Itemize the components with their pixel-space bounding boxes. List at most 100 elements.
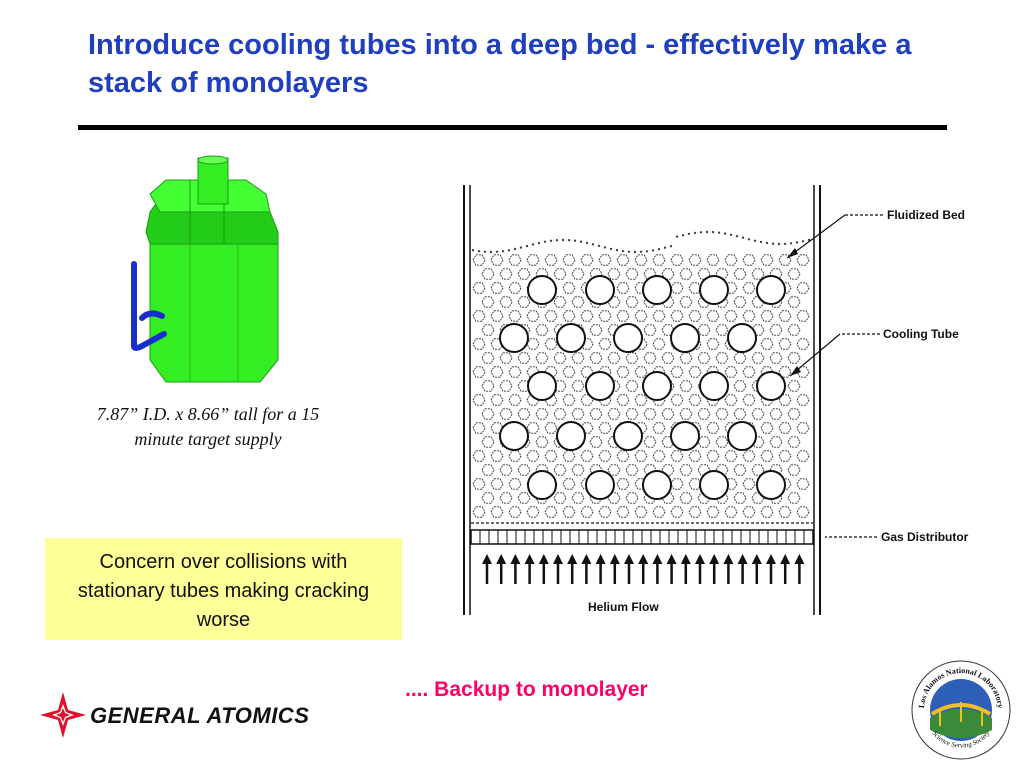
bed-particle (490, 394, 504, 406)
general-atomics-star-icon (40, 692, 86, 738)
bed-particle (526, 310, 540, 322)
bed-surface-dot (519, 246, 523, 249)
bed-particle (796, 478, 810, 490)
bed-particle (580, 254, 594, 266)
bed-particle (481, 464, 495, 476)
can-caption: 7.87” I.D. x 8.66” tall for a 15 minute … (96, 404, 320, 449)
bed-surface-dot (483, 250, 487, 253)
bed-particle (796, 254, 810, 266)
bed-particle (562, 506, 576, 518)
bed-particle (517, 380, 531, 392)
bed-particle (553, 352, 567, 364)
bed-particle (796, 282, 810, 294)
bed-surface-dot (789, 242, 793, 245)
bed-particle (670, 394, 684, 406)
cooling-tube (642, 470, 672, 500)
bed-surface-dot (639, 250, 643, 253)
bed-particle (796, 450, 810, 462)
bed-particle (472, 310, 486, 322)
bed-particle (670, 450, 684, 462)
bed-particle (562, 310, 576, 322)
bed-surface-dot (783, 242, 787, 246)
cooling-tube (585, 275, 615, 305)
bed-particle (715, 436, 729, 448)
can-body (145, 155, 279, 383)
bed-particle (616, 366, 630, 378)
bed-surface-dot (693, 231, 697, 235)
bed-surface-dot (705, 230, 709, 234)
bed-particle (787, 436, 801, 448)
bed-particle (661, 464, 675, 476)
bed-surface-dot (711, 230, 715, 234)
bed-particle (472, 394, 486, 406)
bed-particle (688, 506, 702, 518)
gas-distributor-plate (470, 522, 814, 545)
bed-particle (625, 268, 639, 280)
bed-surface-dot (573, 239, 577, 242)
bed-surface-dot (579, 240, 583, 243)
bed-particle (481, 352, 495, 364)
bed-particle (526, 254, 540, 266)
bed-surface-dot (615, 248, 619, 252)
bed-particle (652, 450, 666, 462)
bed-particle (706, 254, 720, 266)
bed-particle (778, 450, 792, 462)
bed-particle (643, 408, 657, 420)
slide-title: Introduce cooling tubes into a deep bed … (88, 29, 912, 99)
helium-flow-arrow (737, 554, 748, 584)
bed-surface-dot (507, 249, 511, 252)
cooling-tube (756, 470, 786, 500)
cooling-tube (499, 421, 529, 451)
bed-particle (544, 310, 558, 322)
bed-particle (589, 408, 603, 420)
bed-particle (787, 268, 801, 280)
bed-particle (508, 282, 522, 294)
bed-particle (535, 324, 549, 336)
bed-particle (580, 450, 594, 462)
bed-particle (472, 338, 486, 350)
bed-surface-dot (753, 239, 757, 242)
bed-particle (670, 366, 684, 378)
bed-particle (778, 254, 792, 266)
bed-particle (679, 408, 693, 420)
cooling-tube-array (499, 275, 786, 500)
bed-surface-dot (501, 250, 505, 253)
bed-particle (733, 492, 747, 504)
bed-particle (787, 324, 801, 336)
bed-particle (481, 436, 495, 448)
bed-particles (471, 230, 811, 518)
bed-particle (724, 506, 738, 518)
bed-particle (688, 282, 702, 294)
bed-surface-dot (561, 238, 565, 242)
bed-surface-dot (717, 231, 721, 234)
bed-particle (733, 296, 747, 308)
bed-particle (472, 422, 486, 434)
bed-particle (490, 506, 504, 518)
bed-particle (625, 380, 639, 392)
bed-surface-dot (489, 250, 493, 254)
bed-particle (598, 422, 612, 434)
bed-particle (616, 506, 630, 518)
backup-note: .... Backup to monolayer (405, 678, 648, 701)
can-inlet-pipe (131, 261, 167, 351)
bed-particle (688, 310, 702, 322)
helium-flow-arrow (538, 554, 549, 584)
cooling-tube (699, 470, 729, 500)
cooling-tube (556, 323, 586, 353)
bed-particle (733, 380, 747, 392)
bed-particle (499, 492, 513, 504)
bed-particle (553, 408, 567, 420)
bed-particle (742, 394, 756, 406)
bed-particle (679, 296, 693, 308)
bed-particle (742, 450, 756, 462)
bed-particle (652, 506, 666, 518)
bed-particle (724, 310, 738, 322)
bed-particle (625, 464, 639, 476)
bed-particle (670, 254, 684, 266)
cooling-tube (756, 275, 786, 305)
bed-particle (751, 268, 765, 280)
fluidized-bed-label: Fluidized Bed (887, 208, 965, 222)
bed-particle (634, 254, 648, 266)
bed-particle (571, 352, 585, 364)
bed-particle (742, 366, 756, 378)
